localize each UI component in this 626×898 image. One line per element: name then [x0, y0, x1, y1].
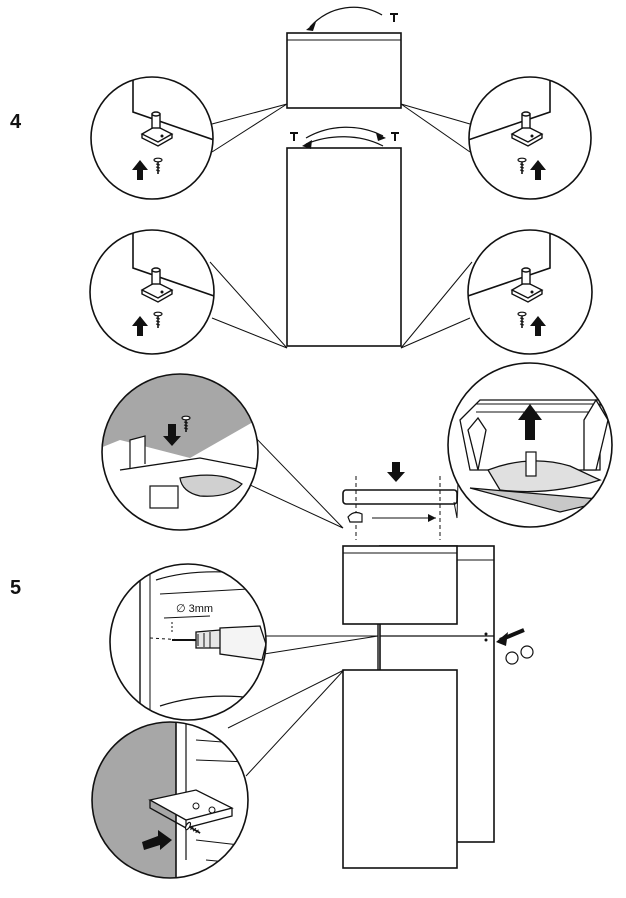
drill-icon: [172, 625, 266, 661]
swap-arrow-top: [306, 6, 398, 31]
arrow-up-icon: [518, 404, 542, 440]
drill-size-label: ∅ 3mm: [176, 603, 213, 615]
top-hinge-cover: [342, 462, 458, 540]
step-5-label: 5: [10, 577, 21, 599]
screw-icon: [391, 132, 399, 141]
fridge-door-front: [342, 669, 458, 869]
arrow-down-icon: [387, 462, 405, 482]
detail-circle-mid-right: [467, 229, 593, 355]
freezer-door-front: [342, 545, 458, 625]
hinge-pin-icon: [179, 474, 243, 497]
swap-arrow-bottom: [290, 126, 399, 149]
hinge-pin-icon: [347, 511, 363, 523]
freezer-door: [286, 32, 402, 109]
screw-icon: [390, 13, 398, 22]
detail-circle-mid-left: [89, 229, 215, 355]
detail-circle-bottom-hinge: [91, 721, 249, 879]
fridge-door: [286, 147, 402, 347]
hole-caps: [484, 628, 534, 665]
cap-icon: [520, 645, 534, 659]
screw-icon: [290, 132, 298, 141]
detail-circle-hinge-screw: [101, 373, 259, 531]
arrow-right-icon: [142, 830, 172, 850]
detail-circle-lift-hinge: [447, 362, 613, 528]
leader-lines-step4: [209, 103, 473, 349]
cap-icon: [505, 651, 519, 665]
leader-lines-step5: [227, 433, 459, 777]
arrow-down-icon: [163, 424, 181, 446]
step-4-label: 4: [10, 111, 22, 133]
detail-circle-top-left: [90, 76, 214, 200]
detail-circle-top-right: [468, 76, 592, 200]
detail-circle-drill: ∅ 3mm: [109, 563, 267, 721]
